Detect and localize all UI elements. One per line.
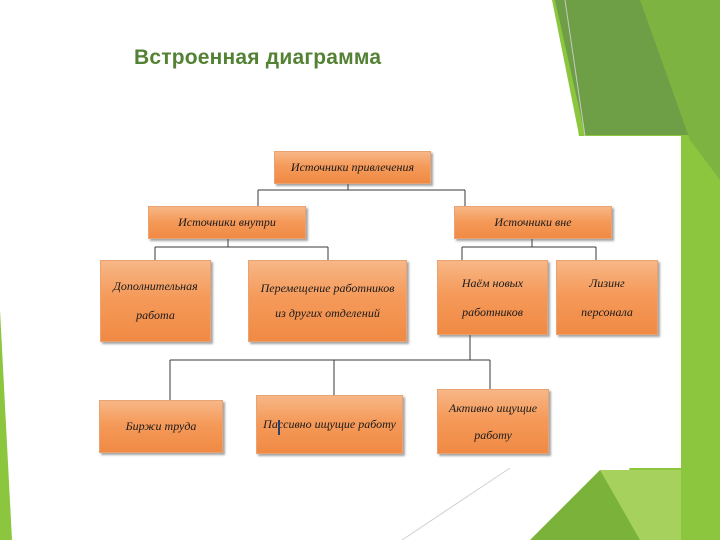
slide-title: Встроенная диаграмма (134, 46, 382, 69)
node-root: Источники привлечения (274, 151, 431, 184)
node-transfer-label: Перемещение работников из других отделен… (260, 281, 395, 320)
node-root-label: Источники привлечения (290, 160, 415, 175)
green-facet-dark (555, 0, 700, 135)
node-leasing: Лизинг персонала (556, 260, 658, 335)
green-facet-bottom-light (600, 470, 681, 540)
node-labor-exchange: Биржи труда (99, 400, 223, 453)
green-facet-mid (640, 0, 720, 180)
node-external-sources-label: Источники вне (494, 215, 572, 230)
text-cursor-mark (278, 420, 280, 435)
node-leasing-label: Лизинг персонала (581, 275, 633, 319)
node-active-seekers-label: Активно ищущие работу (448, 401, 538, 442)
node-additional-work: Дополнительная работа (100, 260, 211, 342)
node-additional-work-label: Дополнительная работа (113, 279, 198, 322)
node-passive-seekers-label: Пассивно ищущие работу (263, 416, 396, 431)
node-transfer: Перемещение работников из других отделен… (248, 260, 407, 342)
grey-hairline (564, 0, 586, 137)
node-hiring: Наём новых работников (437, 260, 548, 335)
node-active-seekers: Активно ищущие работу (437, 389, 549, 454)
node-passive-seekers: Пассивно ищущие работу (256, 395, 403, 454)
node-internal-sources: Источники внутри (148, 206, 306, 239)
node-labor-exchange-label: Биржи труда (125, 419, 197, 434)
green-facet-left (0, 310, 12, 540)
node-external-sources: Источники вне (454, 206, 612, 239)
node-hiring-label: Наём новых работников (461, 275, 524, 319)
grey-hairline-bottom (401, 467, 511, 540)
node-internal-sources-label: Источники внутри (178, 215, 276, 230)
